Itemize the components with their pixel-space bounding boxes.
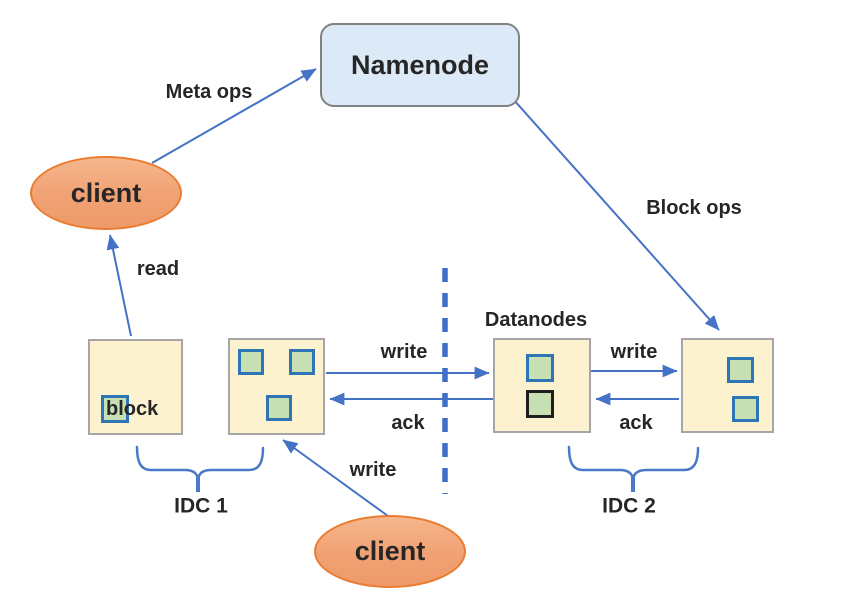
block-square (289, 349, 315, 375)
block-label: block (106, 398, 159, 420)
namenode-label: Namenode (350, 49, 490, 80)
block-square (526, 354, 554, 382)
idc1-label: IDC 1 (174, 494, 228, 518)
read-arrow (106, 234, 132, 337)
idc2-brace (567, 445, 700, 480)
write-client-label: write (349, 459, 397, 481)
block-square (238, 349, 264, 375)
client-bottom-node: client (314, 515, 466, 588)
block-ops-label: Block ops (646, 197, 742, 219)
datanodes-label: Datanodes (484, 309, 588, 331)
client-top-node: client (30, 156, 182, 230)
read-label: read (136, 258, 180, 280)
block-square (266, 395, 292, 421)
meta-ops-label: Meta ops (165, 81, 253, 103)
write-dn-label: write (610, 341, 658, 363)
namenode-node: Namenode (320, 23, 520, 107)
block-square (727, 357, 754, 383)
write-idc-label: write (380, 341, 428, 363)
block-square (101, 395, 129, 423)
client-top-label: client (70, 177, 142, 208)
block-square (732, 396, 759, 422)
ack-dn-label: ack (619, 412, 653, 434)
datanode-box-3 (493, 338, 591, 433)
datanode-box-4 (681, 338, 774, 433)
ack-idc-label: ack (391, 412, 425, 434)
idc1-brace (135, 445, 265, 480)
client-bottom-label: client (354, 536, 426, 566)
idc2-label: IDC 2 (602, 494, 656, 518)
block-square-black (526, 390, 554, 418)
